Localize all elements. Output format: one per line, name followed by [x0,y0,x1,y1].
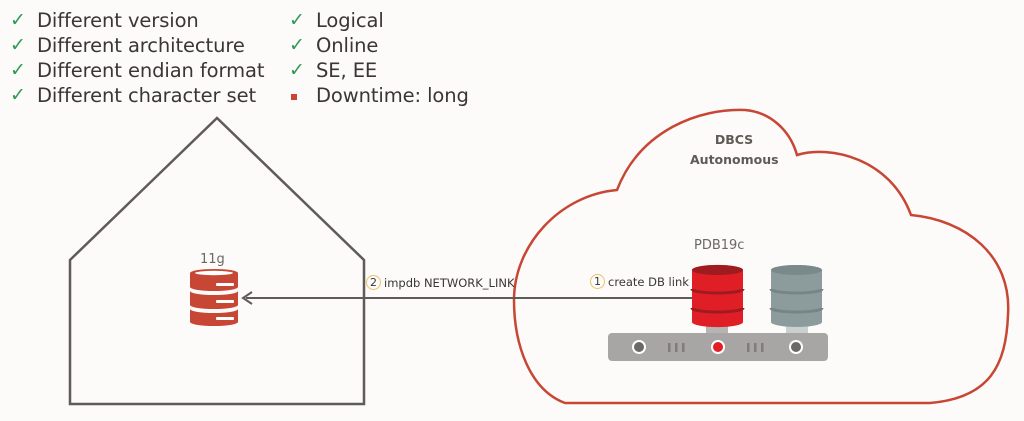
feature-list-right: ✓ Logical ✓ Online ✓ SE, EE Downtime: long [289,8,469,108]
cloud-outline [512,108,1010,405]
server-rack [608,326,828,361]
server-indicator-active-icon [711,340,725,354]
feature-item: ✓ Online [289,33,469,58]
check-icon: ✓ [10,9,26,31]
cloud-title: DBCS Autonomous [690,130,779,170]
step-number-badge: 2 [366,275,381,290]
feature-label: Different version [37,9,199,32]
cloud-title-line1: DBCS [714,132,754,147]
feature-item: ✓ Logical [289,8,469,33]
feature-item: ✓ Different endian format [10,58,264,83]
database-pdb-label: PDB19c [694,238,745,253]
check-icon: ✓ [10,34,26,56]
feature-label: SE, EE [316,59,378,82]
feature-list-left: ✓ Different version ✓ Different architectu… [10,8,264,108]
step-text: create DB link [608,274,689,289]
server-indicator-icon [789,340,803,354]
database-inactive-icon [769,265,824,327]
step-1-label: 1 create DB link [590,274,689,289]
feature-label: Different architecture [37,34,245,57]
arrow-head-icon [241,291,253,305]
feature-item: ✓ Different version [10,8,264,33]
feature-item: Downtime: long [289,83,469,108]
server-indicator-icon [632,340,646,354]
check-icon: ✓ [289,9,305,31]
cloud-title-line2: Autonomous [690,152,779,167]
check-icon: ✓ [10,59,26,81]
feature-item: ✓ Different character set [10,83,264,108]
feature-label: Logical [316,9,384,32]
step-text: impdb NETWORK_LINK [384,275,515,290]
feature-label: Different endian format [37,59,265,82]
vent-icon [668,343,764,352]
feature-label: Different character set [37,84,257,107]
step-2-label: 2 impdb NETWORK_LINK [366,275,515,290]
square-bullet-icon [291,94,297,100]
check-icon: ✓ [289,34,305,56]
on-premises-house-outline [68,116,366,406]
feature-label: Online [316,34,379,57]
feature-item: ✓ Different architecture [10,33,264,58]
step-number-badge: 1 [590,274,605,289]
check-icon: ✓ [289,59,305,81]
feature-item: ✓ SE, EE [289,58,469,83]
feature-label: Downtime: long [316,84,469,107]
database-pdb19c-icon [690,264,745,328]
check-icon: ✓ [10,84,26,106]
database-11g-label: 11g [200,252,225,267]
database-11g-icon [190,269,238,326]
